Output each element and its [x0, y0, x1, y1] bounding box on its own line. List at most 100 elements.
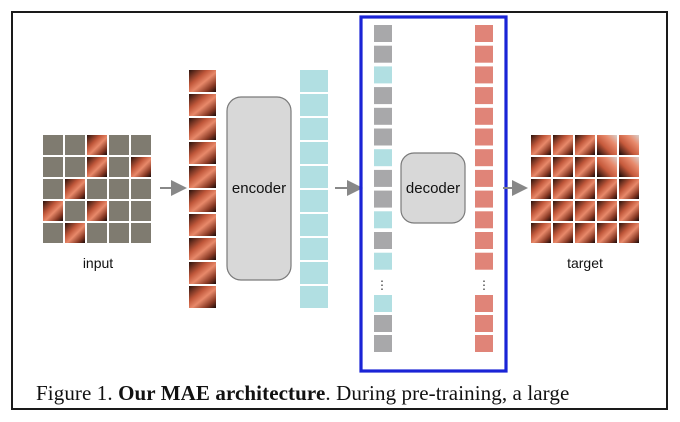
mask-token: [374, 315, 392, 332]
encoded-token: [374, 149, 392, 167]
reconstructed-token: [475, 169, 493, 187]
encoded-token: [300, 118, 328, 140]
reconstructed-token: [475, 149, 493, 167]
target-patch: [619, 179, 639, 199]
target-patch: [619, 157, 639, 177]
encoded-token: [374, 66, 392, 84]
masked-patch: [43, 179, 63, 199]
visible-patch-token: [189, 262, 216, 284]
visible-patch: [65, 223, 85, 243]
reconstructed-token: [475, 211, 493, 229]
visible-patch-token: [189, 142, 216, 164]
masked-patch: [87, 179, 107, 199]
masked-patch: [131, 201, 151, 221]
target-patch: [531, 201, 551, 221]
caption-text: . During pre-training, a large: [325, 381, 570, 405]
decoder-box: [400, 152, 466, 224]
mask-token: [374, 335, 392, 352]
masked-patch: [109, 223, 129, 243]
masked-patch: [65, 201, 85, 221]
masked-patch: [43, 223, 63, 243]
masked-patch: [43, 157, 63, 177]
target-patch: [531, 135, 551, 155]
mask-token: [374, 87, 392, 105]
target-patch: [553, 179, 573, 199]
visible-patch: [87, 157, 107, 177]
target-patch: [531, 157, 551, 177]
mask-token: [374, 45, 392, 63]
target-patch: [575, 135, 595, 155]
masked-patch: [109, 201, 129, 221]
decoder-output-tokens: [475, 25, 493, 352]
target-patch: [531, 179, 551, 199]
target-patch: [619, 201, 639, 221]
decoder-output-ellipsis: ⋮: [478, 278, 490, 292]
target-patch: [597, 157, 617, 177]
target-patch: [553, 223, 573, 243]
decoder-input-ellipsis: ⋮: [376, 278, 388, 292]
encoded-token: [300, 166, 328, 188]
target-patch: [619, 223, 639, 243]
reconstructed-token: [475, 315, 493, 332]
visible-patch-token: [189, 94, 216, 116]
reconstructed-token: [475, 66, 493, 84]
target-patch: [575, 223, 595, 243]
masked-patch: [65, 157, 85, 177]
reconstructed-token: [475, 25, 493, 42]
visible-patch-token: [189, 286, 216, 308]
visible-patch-token: [189, 166, 216, 188]
decoder-label: decoder: [406, 180, 460, 197]
reconstructed-token: [475, 295, 493, 312]
target-patch: [553, 135, 573, 155]
target-patch: [575, 179, 595, 199]
masked-patch: [65, 135, 85, 155]
visible-patch-token: [189, 190, 216, 212]
visible-patches-column: [189, 70, 216, 308]
encoded-token: [300, 214, 328, 236]
visible-patch-token: [189, 118, 216, 140]
visible-patch: [65, 179, 85, 199]
mask-token: [374, 169, 392, 187]
encoded-token: [374, 211, 392, 229]
mask-token: [374, 190, 392, 208]
mask-token: [374, 25, 392, 42]
reconstructed-token: [475, 45, 493, 63]
reconstructed-token: [475, 190, 493, 208]
target-patch: [597, 223, 617, 243]
encoded-tokens-column: [300, 70, 328, 308]
target-patch: [597, 135, 617, 155]
mask-token: [374, 232, 392, 249]
visible-patch: [87, 201, 107, 221]
mask-token: [374, 107, 392, 125]
reconstructed-token: [475, 128, 493, 146]
visible-patch-token: [189, 238, 216, 260]
mask-token: [374, 128, 392, 146]
encoded-token: [300, 142, 328, 164]
visible-patch: [131, 157, 151, 177]
encoded-token: [300, 286, 328, 308]
visible-patch: [87, 135, 107, 155]
caption-prefix: Figure 1.: [36, 381, 113, 405]
masked-patch: [87, 223, 107, 243]
encoded-token: [300, 94, 328, 116]
masked-patch: [131, 179, 151, 199]
visible-patch-token: [189, 214, 216, 236]
target-patch: [575, 201, 595, 221]
reconstructed-token: [475, 107, 493, 125]
visible-patch-token: [189, 70, 216, 92]
encoded-token: [374, 295, 392, 312]
target-image: [531, 135, 639, 243]
figure-caption: Figure 1. Our MAE architecture. During p…: [36, 381, 656, 406]
masked-patch: [109, 179, 129, 199]
masked-patch: [43, 135, 63, 155]
encoded-token: [300, 262, 328, 284]
reconstructed-token: [475, 252, 493, 270]
target-patch: [531, 223, 551, 243]
reconstructed-token: [475, 335, 493, 352]
masked-patch: [109, 135, 129, 155]
target-patch: [597, 179, 617, 199]
target-patch: [597, 201, 617, 221]
decoder-highlight-box: [359, 15, 508, 373]
masked-patch: [109, 157, 129, 177]
